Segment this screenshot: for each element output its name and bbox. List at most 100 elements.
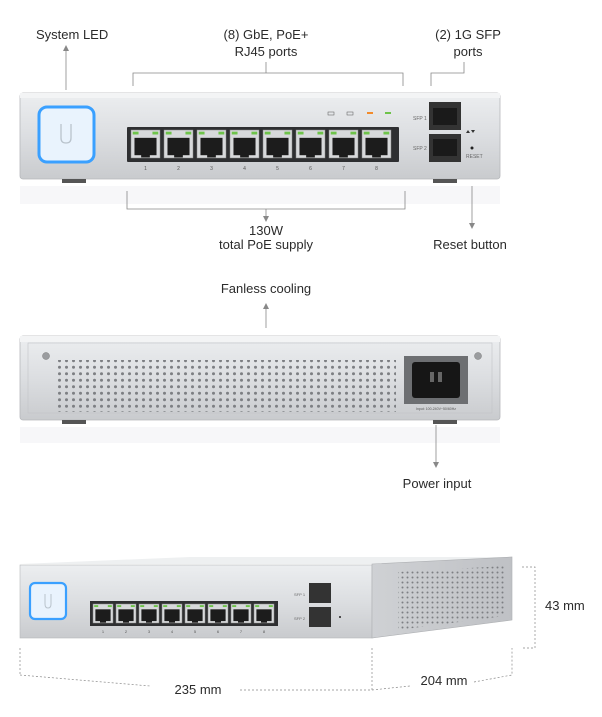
front-foot-left: [62, 179, 86, 183]
front-rj45-socket: [266, 137, 289, 156]
rear-panel-inset: [27, 342, 493, 414]
front-port-number: 4: [243, 166, 246, 172]
port-led-icon: [264, 131, 271, 135]
system-led-label: System LED: [36, 27, 108, 42]
port-led-icon: [176, 605, 181, 608]
width-dimension-line: [19, 674, 151, 687]
perspective-rj45-socket: [141, 609, 157, 622]
perspective-port-number: 4: [171, 629, 174, 634]
port-led-icon: [232, 605, 237, 608]
port-led-icon: [152, 131, 159, 135]
rear-reflection: [20, 427, 500, 443]
height-dimension-line: [522, 566, 536, 649]
power-pin: [430, 372, 434, 382]
sfp2-cage: [433, 139, 457, 156]
reset-label: RESET: [466, 154, 483, 160]
port-led-icon: [363, 131, 370, 135]
front-reflection: [20, 186, 500, 204]
legend-icon: [385, 112, 391, 114]
rj45-label-line2: RJ45 ports: [235, 44, 298, 59]
perspective-port-number: 8: [263, 629, 266, 634]
port-led-icon: [209, 605, 214, 608]
front-rj45-clip: [141, 154, 150, 158]
poe-label-line2: total PoE supply: [219, 237, 313, 252]
front-rj45-socket: [233, 137, 256, 156]
perspective-rj45-socket: [118, 609, 134, 622]
top-face: [20, 557, 512, 564]
port-led-icon: [94, 605, 99, 608]
front-rj45-clip: [306, 154, 315, 158]
front-rj45-clip: [273, 154, 282, 158]
perspective-rj45-clip: [146, 620, 152, 623]
front-foot-right: [433, 179, 457, 183]
rear-foot-right: [433, 420, 457, 424]
perspective-port-number: 6: [217, 629, 220, 634]
power-inlet[interactable]: [412, 362, 460, 398]
port-led-icon: [255, 605, 260, 608]
rj45-bracket: [132, 72, 404, 86]
reset-button[interactable]: [470, 146, 474, 150]
front-port-number: 2: [177, 166, 180, 172]
perspective-port-number: 5: [194, 629, 197, 634]
perspective-reset-button: [339, 616, 341, 618]
screw-icon: [42, 352, 50, 360]
power-pin: [438, 372, 442, 382]
perspective-sfp1-label: SFP 1: [294, 592, 306, 597]
front-rj45-clip: [372, 154, 381, 158]
port-led-icon: [383, 131, 390, 135]
perspective-rj45-clip: [123, 620, 129, 623]
port-led-icon: [268, 605, 273, 608]
depth-dimension-line: [473, 648, 513, 683]
port-led-icon: [251, 131, 258, 135]
perspective-rj45-socket: [233, 609, 249, 622]
perspective-rj45-clip: [238, 620, 244, 623]
port-led-icon: [297, 131, 304, 135]
legend-icon: [346, 111, 354, 116]
perspective-system-led: [28, 581, 68, 621]
perspective-rj45-socket: [256, 609, 272, 622]
port-led-icon: [140, 605, 145, 608]
port-led-icon: [245, 605, 250, 608]
perspective-rj45-clip: [192, 620, 198, 623]
front-port-number: 7: [342, 166, 345, 172]
perspective-sfp2: [309, 607, 331, 627]
perspective-rj45-socket: [187, 609, 203, 622]
port-led-icon: [185, 131, 192, 135]
port-led-icon: [350, 131, 357, 135]
port-led-icon: [231, 131, 238, 135]
height-dimension: 43 mm: [545, 598, 585, 613]
perspective-rj45-clip: [169, 620, 175, 623]
system-led-button[interactable]: [37, 105, 96, 164]
reset-arrow-icon: [469, 223, 475, 229]
perspective-rj45-socket: [95, 609, 111, 622]
front-rj45-clip: [240, 154, 249, 158]
perspective-port-number: 3: [148, 629, 151, 634]
port-led-icon: [218, 131, 225, 135]
sfp2-label: SFP 2: [413, 146, 427, 152]
port-led-icon: [284, 131, 291, 135]
sfp-bracket: [430, 62, 465, 86]
width-dimension: 235 mm: [175, 682, 222, 697]
port-led-icon: [117, 605, 122, 608]
rear-vent-grid: [56, 360, 396, 412]
port-led-icon: [130, 605, 135, 608]
poe-arrow-icon: [263, 216, 269, 222]
sfp1-label: SFP 1: [413, 116, 427, 122]
rear-top-edge: [20, 336, 500, 342]
front-rj45-clip: [174, 154, 183, 158]
sfp1-cage: [433, 108, 457, 125]
front-port-number: 5: [276, 166, 279, 172]
port-led-icon: [199, 605, 204, 608]
rear-foot-left: [62, 420, 86, 424]
perspective-rj45-socket: [210, 609, 226, 622]
sfp-led-down-icon: [471, 130, 475, 133]
front-rj45-socket: [200, 137, 223, 156]
side-vent-grid: [398, 566, 505, 630]
legend-icon: [367, 112, 373, 114]
port-led-icon: [222, 605, 227, 608]
port-led-icon: [186, 605, 191, 608]
perspective-sfp2-label: SFP 2: [294, 616, 306, 621]
port-led-icon: [198, 131, 205, 135]
